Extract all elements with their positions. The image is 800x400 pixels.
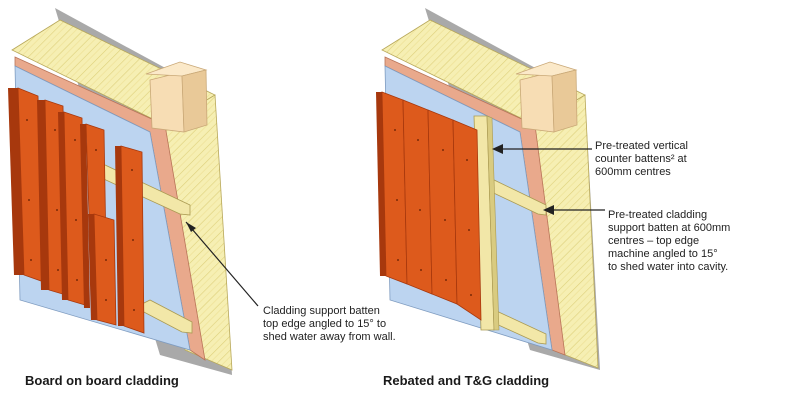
cladding-board xyxy=(88,213,117,326)
support-batten-annotation: Pre-treated cladding support batten at 6… xyxy=(608,209,731,273)
cladding-board xyxy=(452,119,482,321)
right-cladding xyxy=(376,91,482,321)
cladding-board xyxy=(115,145,145,334)
right-counter-batten-side xyxy=(486,115,500,331)
support-batten-leader xyxy=(543,205,605,215)
right-stud-block-side xyxy=(551,69,578,133)
cladding-board-edge xyxy=(376,92,386,276)
left-cladding xyxy=(8,87,145,334)
cladding-board xyxy=(427,109,458,305)
counter-battens-annotation: Pre-treated vertical counter battens² at… xyxy=(595,140,688,178)
caption-board-on-board: Board on board cladding xyxy=(25,373,179,388)
cladding-board xyxy=(37,99,67,296)
nail-dots xyxy=(394,129,472,296)
cladding-board xyxy=(58,111,86,306)
right-stud-block-front xyxy=(519,71,555,133)
counter-batten-leader xyxy=(492,144,592,154)
cladding-board xyxy=(402,99,433,295)
left-batten-annotation: Cladding support batten top edge angled … xyxy=(263,305,396,343)
caption-rebated-tg: Rebated and T&G cladding xyxy=(383,373,550,388)
left-batten-leader xyxy=(185,221,259,307)
left-stud-block-side xyxy=(181,69,208,133)
left-stud-block-front xyxy=(149,71,185,133)
nail-dots xyxy=(26,119,135,311)
